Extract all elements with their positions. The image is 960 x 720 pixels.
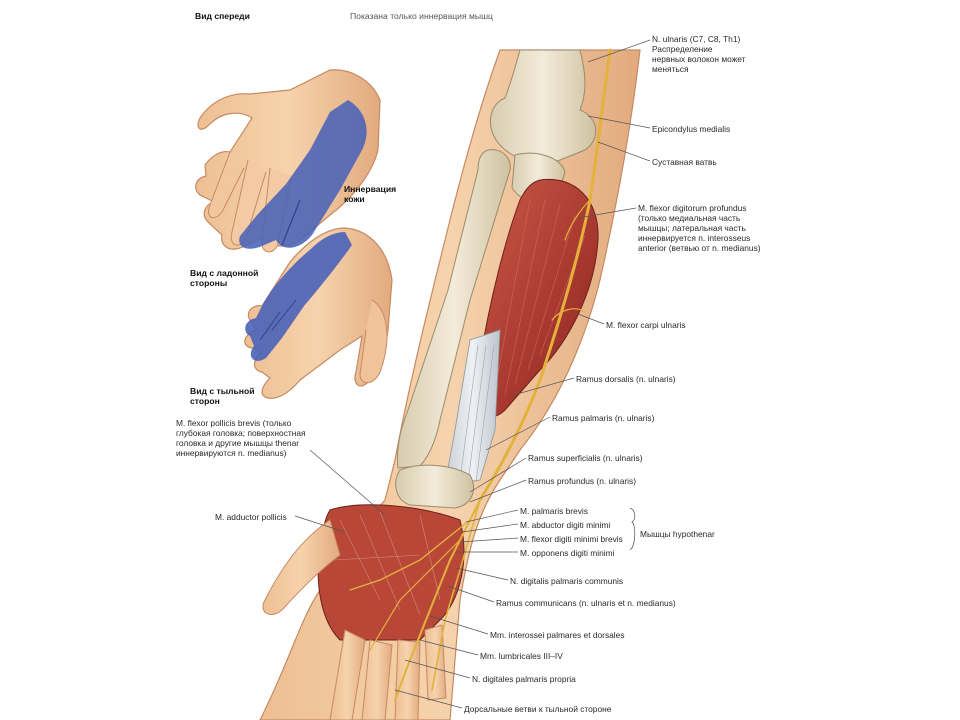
- interossei-label: Mm. interossei palmares et dorsales: [490, 630, 625, 640]
- skin-innervation-label: Иннервация кожи: [344, 184, 397, 204]
- ramus-superficialis-label: Ramus superficialis (n. ulnaris): [528, 453, 643, 463]
- ramus-dorsalis-label: Ramus dorsalis (n. ulnaris): [576, 374, 676, 384]
- dorsal-branches-label: Дорсальные ветви к тыльной стороне: [464, 704, 612, 714]
- lumbricales-label: Mm. lumbricales III–IV: [480, 651, 563, 661]
- opponens-digiti-minimi-label: M. opponens digiti minimi: [520, 548, 615, 558]
- flexor-digiti-minimi-label: M. flexor digiti minimi brevis: [520, 534, 623, 544]
- front-view-heading: Вид спереди: [195, 11, 250, 21]
- ramus-palmaris-label: Ramus palmaris (n. ulnaris): [552, 413, 655, 423]
- forearm-figure: [259, 48, 641, 720]
- ramus-communicans-label: Ramus communicans (n. ulnaris et n. medi…: [496, 598, 676, 608]
- leader-lines: [294, 39, 651, 709]
- fcu-label: M. flexor carpi ulnaris: [606, 320, 686, 330]
- digitales-propria-label: N. digitales palmaris propria: [472, 674, 576, 684]
- digitalis-communis-label: N. digitalis palmaris communis: [510, 576, 624, 586]
- dorsal-view-label: Вид с тыльной сторон: [190, 386, 255, 406]
- capsule-branch-label: Суставная ватвь: [652, 157, 717, 167]
- dorsal-hand-figure: [244, 227, 393, 399]
- adductor-pollicis-label: M. adductor pollicis: [215, 512, 287, 522]
- fdp-label: M. flexor digitorum profundus (только ме…: [638, 203, 761, 253]
- note-heading: Показана только иннервация мышц: [350, 11, 493, 21]
- palmar-view-label: Вид с ладонной стороны: [190, 268, 259, 288]
- flexor-pollicis-brevis-label: M. flexor pollicis brevis (только глубок…: [176, 418, 306, 458]
- epicondylus-medialis-label: Epicondylus medialis: [652, 124, 731, 134]
- ramus-profundus-label: Ramus profundus (n. ulnaris): [528, 476, 636, 486]
- n-ulnaris-label: N. ulnaris (C7, C8, Th1) Распределение н…: [652, 34, 746, 74]
- abductor-digiti-minimi-label: M. abductor digiti minimi: [520, 520, 611, 530]
- palmaris-brevis-label: M. palmaris brevis: [520, 506, 588, 516]
- hypothenar-group-label: Мышцы hypothenar: [640, 529, 715, 539]
- palmar-hand-figure: [195, 69, 381, 253]
